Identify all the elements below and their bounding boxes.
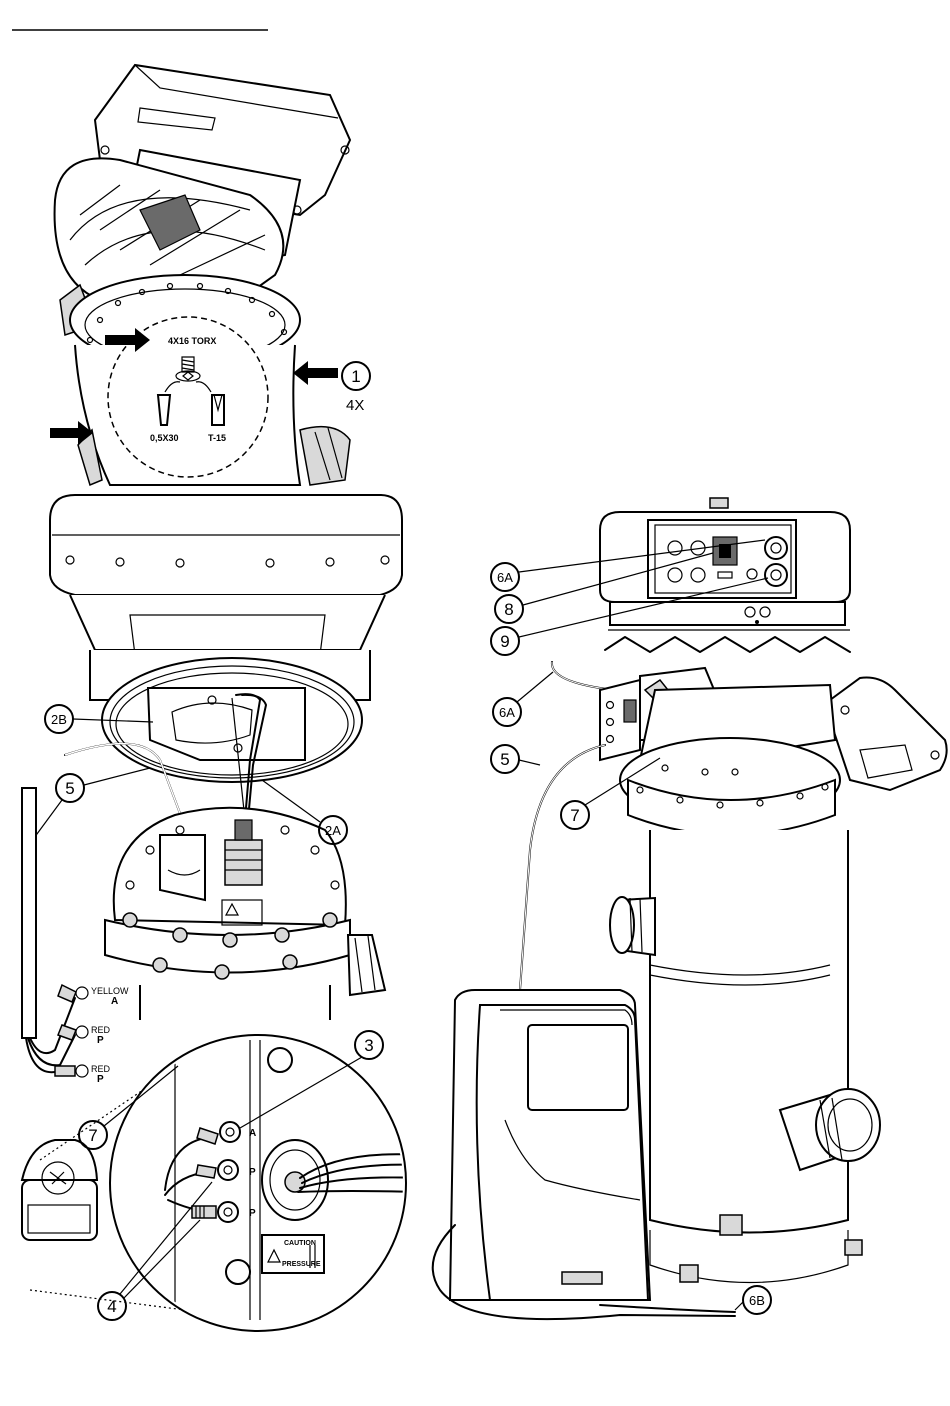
callout-6a-top: 6A [497, 570, 513, 585]
assembled-heater-illustration: 6A 5 7 6B [433, 662, 947, 1319]
terminal-detail-inset: A P P CAUTION PRESSURE 3 7 4 [22, 1031, 420, 1331]
callout-8: 8 [504, 600, 513, 619]
callout-3: 3 [364, 1036, 373, 1055]
wire-3-color: RED [91, 1064, 111, 1074]
caution-title: CAUTION [284, 1240, 316, 1247]
callout-6b: 6B [749, 1293, 765, 1308]
callout-5-left: 5 [65, 779, 74, 798]
top-heater-illustration: 4X16 TORX 0,5X30 T-15 1 4X [50, 65, 370, 485]
wire-2-color: RED [91, 1025, 111, 1035]
callout-2b: 2B [51, 712, 67, 727]
terminal-label-p1: P [249, 1167, 256, 1178]
screw-spec-label: 4X16 TORX [168, 336, 216, 346]
callout-7-left: 7 [88, 1126, 97, 1145]
wire-3-terminal: P [97, 1074, 104, 1085]
callout-1: 1 [351, 367, 360, 386]
callout-5-right: 5 [500, 750, 509, 769]
terminal-label-p2: P [249, 1208, 256, 1219]
callout-7-right: 7 [570, 806, 579, 825]
flat-screwdriver-icon [158, 395, 170, 425]
callout-2a: 2A [325, 823, 341, 838]
quantity-label: 4X [346, 397, 364, 414]
wire-1-color: YELLOW [91, 986, 129, 996]
callout-9: 9 [500, 632, 509, 651]
terminal-label-a: A [249, 1128, 256, 1139]
wire-1-terminal: A [111, 996, 118, 1007]
tool-right-label: T-15 [208, 433, 226, 443]
arrow-icon [293, 361, 338, 385]
callout-6a-mid: 6A [499, 705, 515, 720]
tool-left-label: 0,5X30 [150, 433, 179, 443]
control-panel-illustration: 6A 8 9 [491, 498, 850, 655]
open-heater-illustration: 2B 5 2A [34, 495, 402, 1020]
caution-sub: PRESSURE [282, 1261, 321, 1268]
wire-2-terminal: P [97, 1035, 104, 1046]
callout-4: 4 [107, 1297, 116, 1316]
